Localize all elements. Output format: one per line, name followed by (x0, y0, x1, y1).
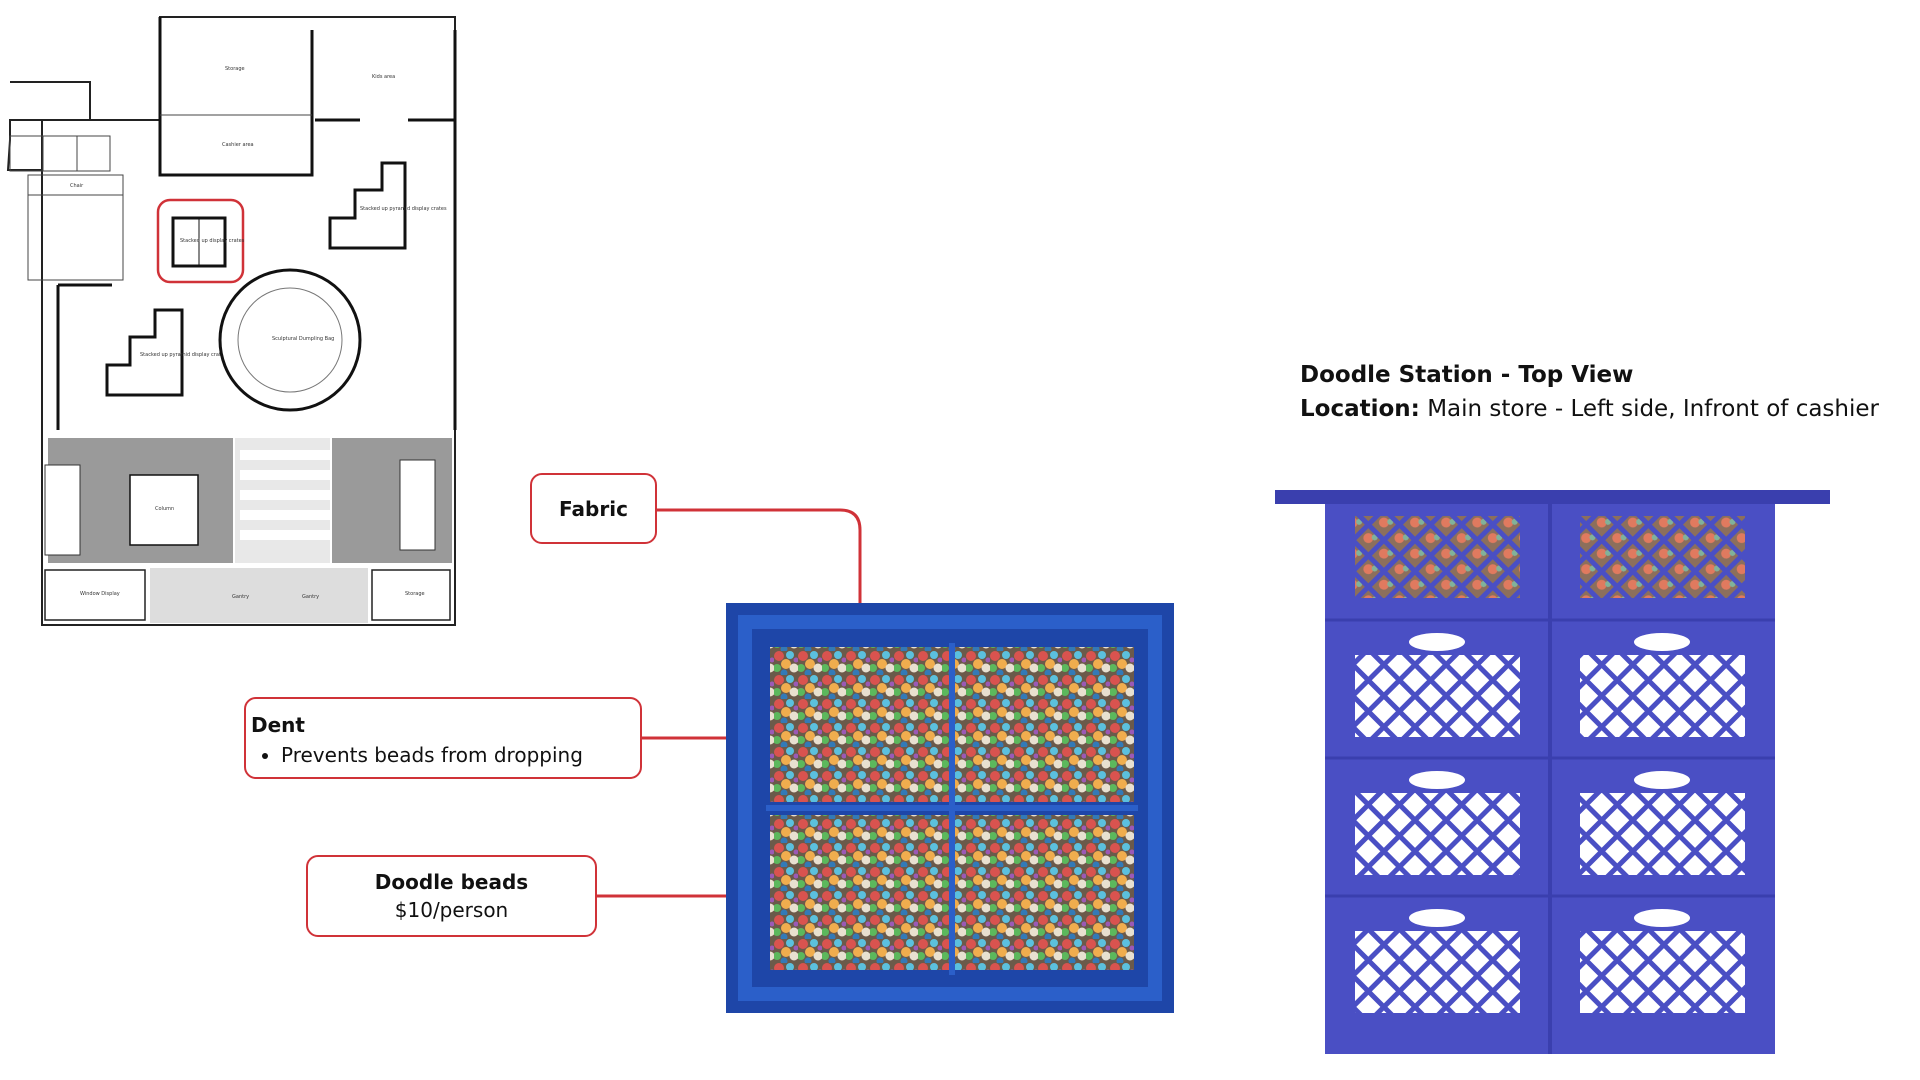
location-value: Main store - Left side, Infront of cashi… (1427, 396, 1879, 422)
callout-beads-title: Doodle beads (374, 870, 529, 894)
fp-label-sculptural-bag: Sculptural Dumpling Bag (272, 336, 334, 342)
fp-label-gantry-b: Gantry (302, 594, 319, 600)
callout-beads-price: $10/person (394, 898, 509, 922)
crate-stack-front-view (1275, 490, 1830, 1054)
callout-doodle-beads: Doodle beads $10/person (306, 855, 597, 937)
fp-label-gantry-a: Gantry (232, 594, 249, 600)
fp-label-storage-bottom: Storage (405, 591, 425, 597)
callout-dent: Dent Prevents beads from dropping (244, 697, 642, 779)
fp-label-window-display: Window Display (80, 591, 120, 597)
location-line: Location: Main store - Left side, Infron… (1300, 392, 1879, 426)
callout-fabric-title: Fabric (559, 496, 628, 521)
fp-label-storage: Storage (225, 66, 245, 72)
callout-dent-title: Dent (251, 713, 305, 737)
location-label: Location: (1300, 396, 1420, 422)
page-title: Doodle Station - Top View (1300, 362, 1634, 388)
callout-fabric: Fabric (530, 473, 657, 544)
title-block: Doodle Station - Top View Location: Main… (1300, 358, 1879, 426)
fp-label-kids-area: Kids area (372, 74, 395, 80)
fp-label-column: Column (155, 506, 174, 512)
fp-label-pyramid-right: Stacked up pyramid display crates (360, 206, 447, 212)
bead-box-top-view (726, 603, 1174, 1013)
store-floor-plan: Storage Kids area Cashier area Chair Sta… (0, 0, 470, 640)
callout-dent-bullet: Prevents beads from dropping (281, 743, 640, 767)
fp-label-chair: Chair (70, 183, 84, 189)
fp-label-pyramid-left: Stacked up pyramid display crates (140, 352, 227, 358)
fp-label-stacked-crates: Stacked up display crates (180, 238, 245, 244)
fp-label-cashier-area: Cashier area (222, 142, 254, 148)
callout-dent-list: Prevents beads from dropping (251, 743, 640, 767)
